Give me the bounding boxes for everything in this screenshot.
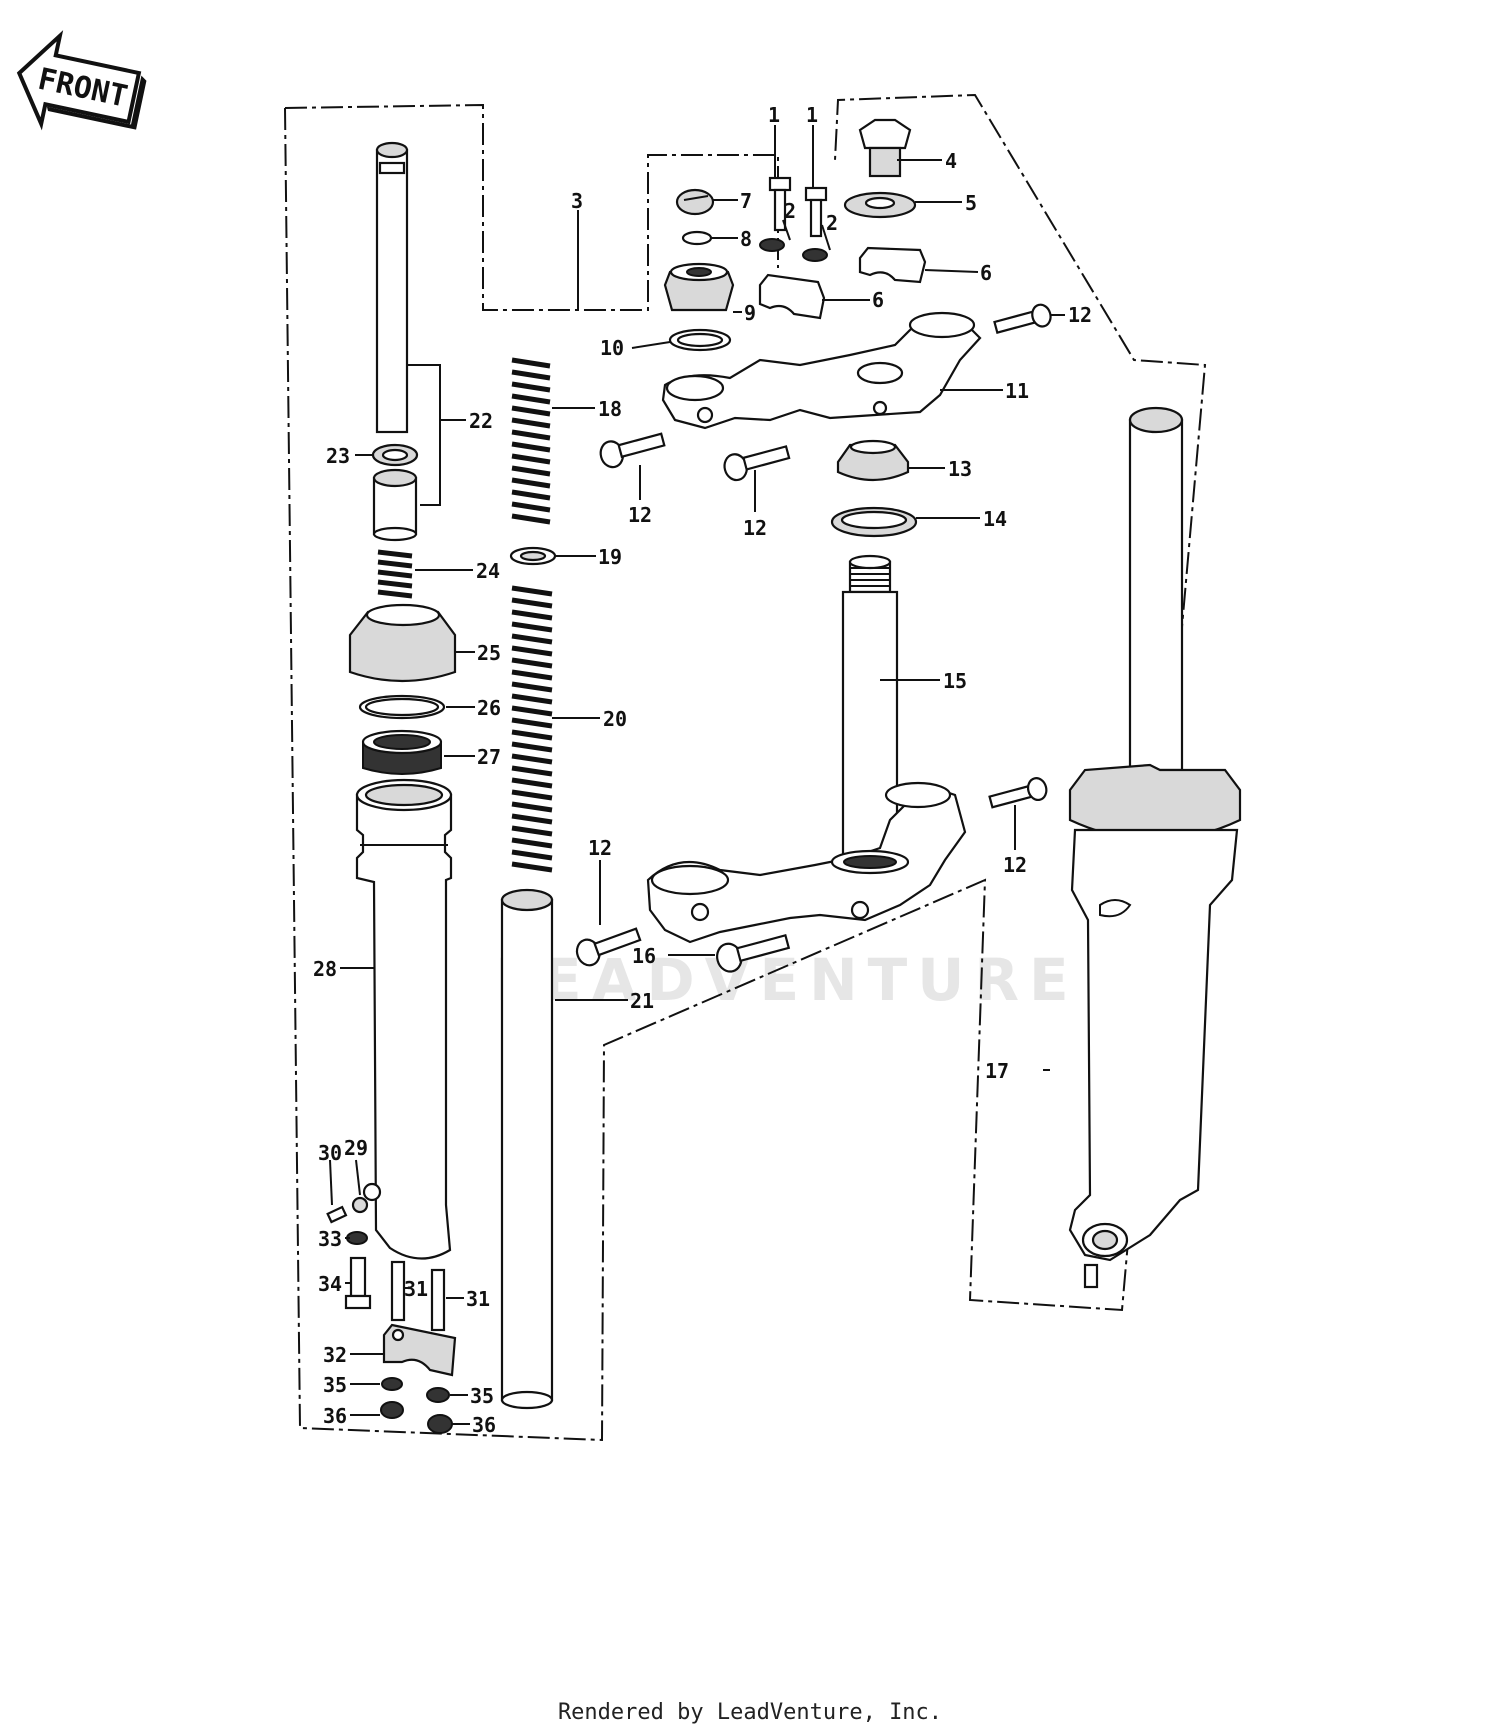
callout-16: 16 (632, 944, 656, 968)
washer-2-left (759, 238, 785, 252)
washer-35-right (426, 1387, 450, 1403)
callout-15: 15 (943, 669, 967, 693)
axle-clamp (382, 1260, 457, 1377)
callout-12: 12 (628, 503, 652, 527)
callout-31: 31 (466, 1287, 490, 1311)
callout-1: 1 (768, 103, 780, 127)
cone-race (836, 439, 910, 482)
callout-31: 31 (404, 1277, 428, 1301)
o-ring-8 (681, 230, 713, 246)
callout-27: 27 (477, 745, 501, 769)
rod-base (372, 468, 418, 542)
drain-bolt (326, 1196, 369, 1224)
callout-labels: 1 1 2 2 3 4 5 6 6 7 8 9 10 11 12 12 12 1… (313, 103, 1092, 1437)
outer-tube (355, 778, 453, 1260)
callout-25: 25 (477, 641, 501, 665)
callout-17: 17 (985, 1059, 1009, 1083)
left-assembly-boundary (284, 103, 779, 311)
washer-5 (843, 191, 917, 219)
upper-bracket (661, 311, 982, 430)
lower-bracket (646, 781, 967, 944)
callout-6: 6 (980, 261, 992, 285)
callout-12: 12 (588, 836, 612, 860)
bolt-1-right (804, 186, 828, 238)
callout-6: 6 (872, 288, 884, 312)
callout-8: 8 (740, 227, 752, 251)
callout-18: 18 (598, 397, 622, 421)
clamp-bolt-upper-right (993, 303, 1052, 334)
clamp-bolt-upper-left (599, 432, 666, 469)
callout-13: 13 (948, 457, 972, 481)
callout-2: 2 (784, 199, 796, 223)
callout-20: 20 (603, 707, 627, 731)
dust-seal (830, 506, 918, 538)
footer-credit: Rendered by LeadVenture, Inc. (557, 1700, 943, 1725)
callout-10: 10 (600, 336, 624, 360)
callout-35: 35 (323, 1373, 347, 1397)
callout-2: 2 (826, 211, 838, 235)
washer-2-right (802, 248, 828, 262)
front-arrow-icon: FRONT (16, 30, 147, 131)
stem-bolt-16 (716, 933, 791, 973)
washer-35-left (381, 1377, 403, 1391)
callout-29: 29 (344, 1136, 368, 1160)
callout-12: 12 (743, 516, 767, 540)
clamp-bolt-upper-mid (723, 445, 791, 482)
callout-22: 22 (469, 409, 493, 433)
callout-21: 21 (630, 989, 654, 1013)
nut-36-right (427, 1414, 453, 1434)
rebound-spring (377, 549, 413, 599)
handlebar-holder-upper (858, 246, 927, 284)
parts-diagram: LEADVENTURE FRONT (16, 30, 1242, 1442)
callout-11: 11 (1005, 379, 1029, 403)
nut-36-left (380, 1401, 404, 1419)
callout-36: 36 (323, 1404, 347, 1428)
callout-19: 19 (598, 545, 622, 569)
bolt-34 (344, 1256, 372, 1310)
inner-tube (500, 888, 554, 1410)
dust-cover (348, 603, 457, 683)
callout-1: 1 (806, 103, 818, 127)
callout-5: 5 (965, 191, 977, 215)
cap-bolt (858, 118, 912, 178)
clamp-bolt-lower-right (988, 777, 1048, 809)
fork-cap (663, 262, 735, 312)
callout-33: 33 (318, 1227, 342, 1251)
callout-34: 34 (318, 1272, 342, 1296)
callout-7: 7 (740, 189, 752, 213)
fork-spring-lower (511, 585, 553, 873)
callout-4: 4 (945, 149, 957, 173)
fork-spring-upper (511, 357, 551, 525)
steering-stem (841, 554, 899, 864)
handlebar-holder-lower (758, 273, 826, 320)
leader-lines (329, 125, 1065, 1425)
bolt-1-left (768, 176, 792, 232)
callout-9: 9 (744, 301, 756, 325)
callout-24: 24 (476, 559, 500, 583)
callout-12: 12 (1068, 303, 1092, 327)
callout-14: 14 (983, 507, 1007, 531)
callout-3: 3 (571, 189, 583, 213)
callout-30: 30 (318, 1141, 342, 1165)
oil-seal (361, 729, 443, 775)
screw-7 (675, 188, 715, 216)
callout-28: 28 (313, 957, 337, 981)
clamp-bolt-lower-left (575, 927, 642, 967)
right-fork-assembly (1068, 406, 1242, 1289)
callout-12: 12 (1003, 853, 1027, 877)
callout-35: 35 (470, 1384, 494, 1408)
callout-23: 23 (326, 444, 350, 468)
callout-32: 32 (323, 1343, 347, 1367)
callout-26: 26 (477, 696, 501, 720)
damper-rod (375, 141, 409, 434)
callout-36: 36 (472, 1413, 496, 1437)
